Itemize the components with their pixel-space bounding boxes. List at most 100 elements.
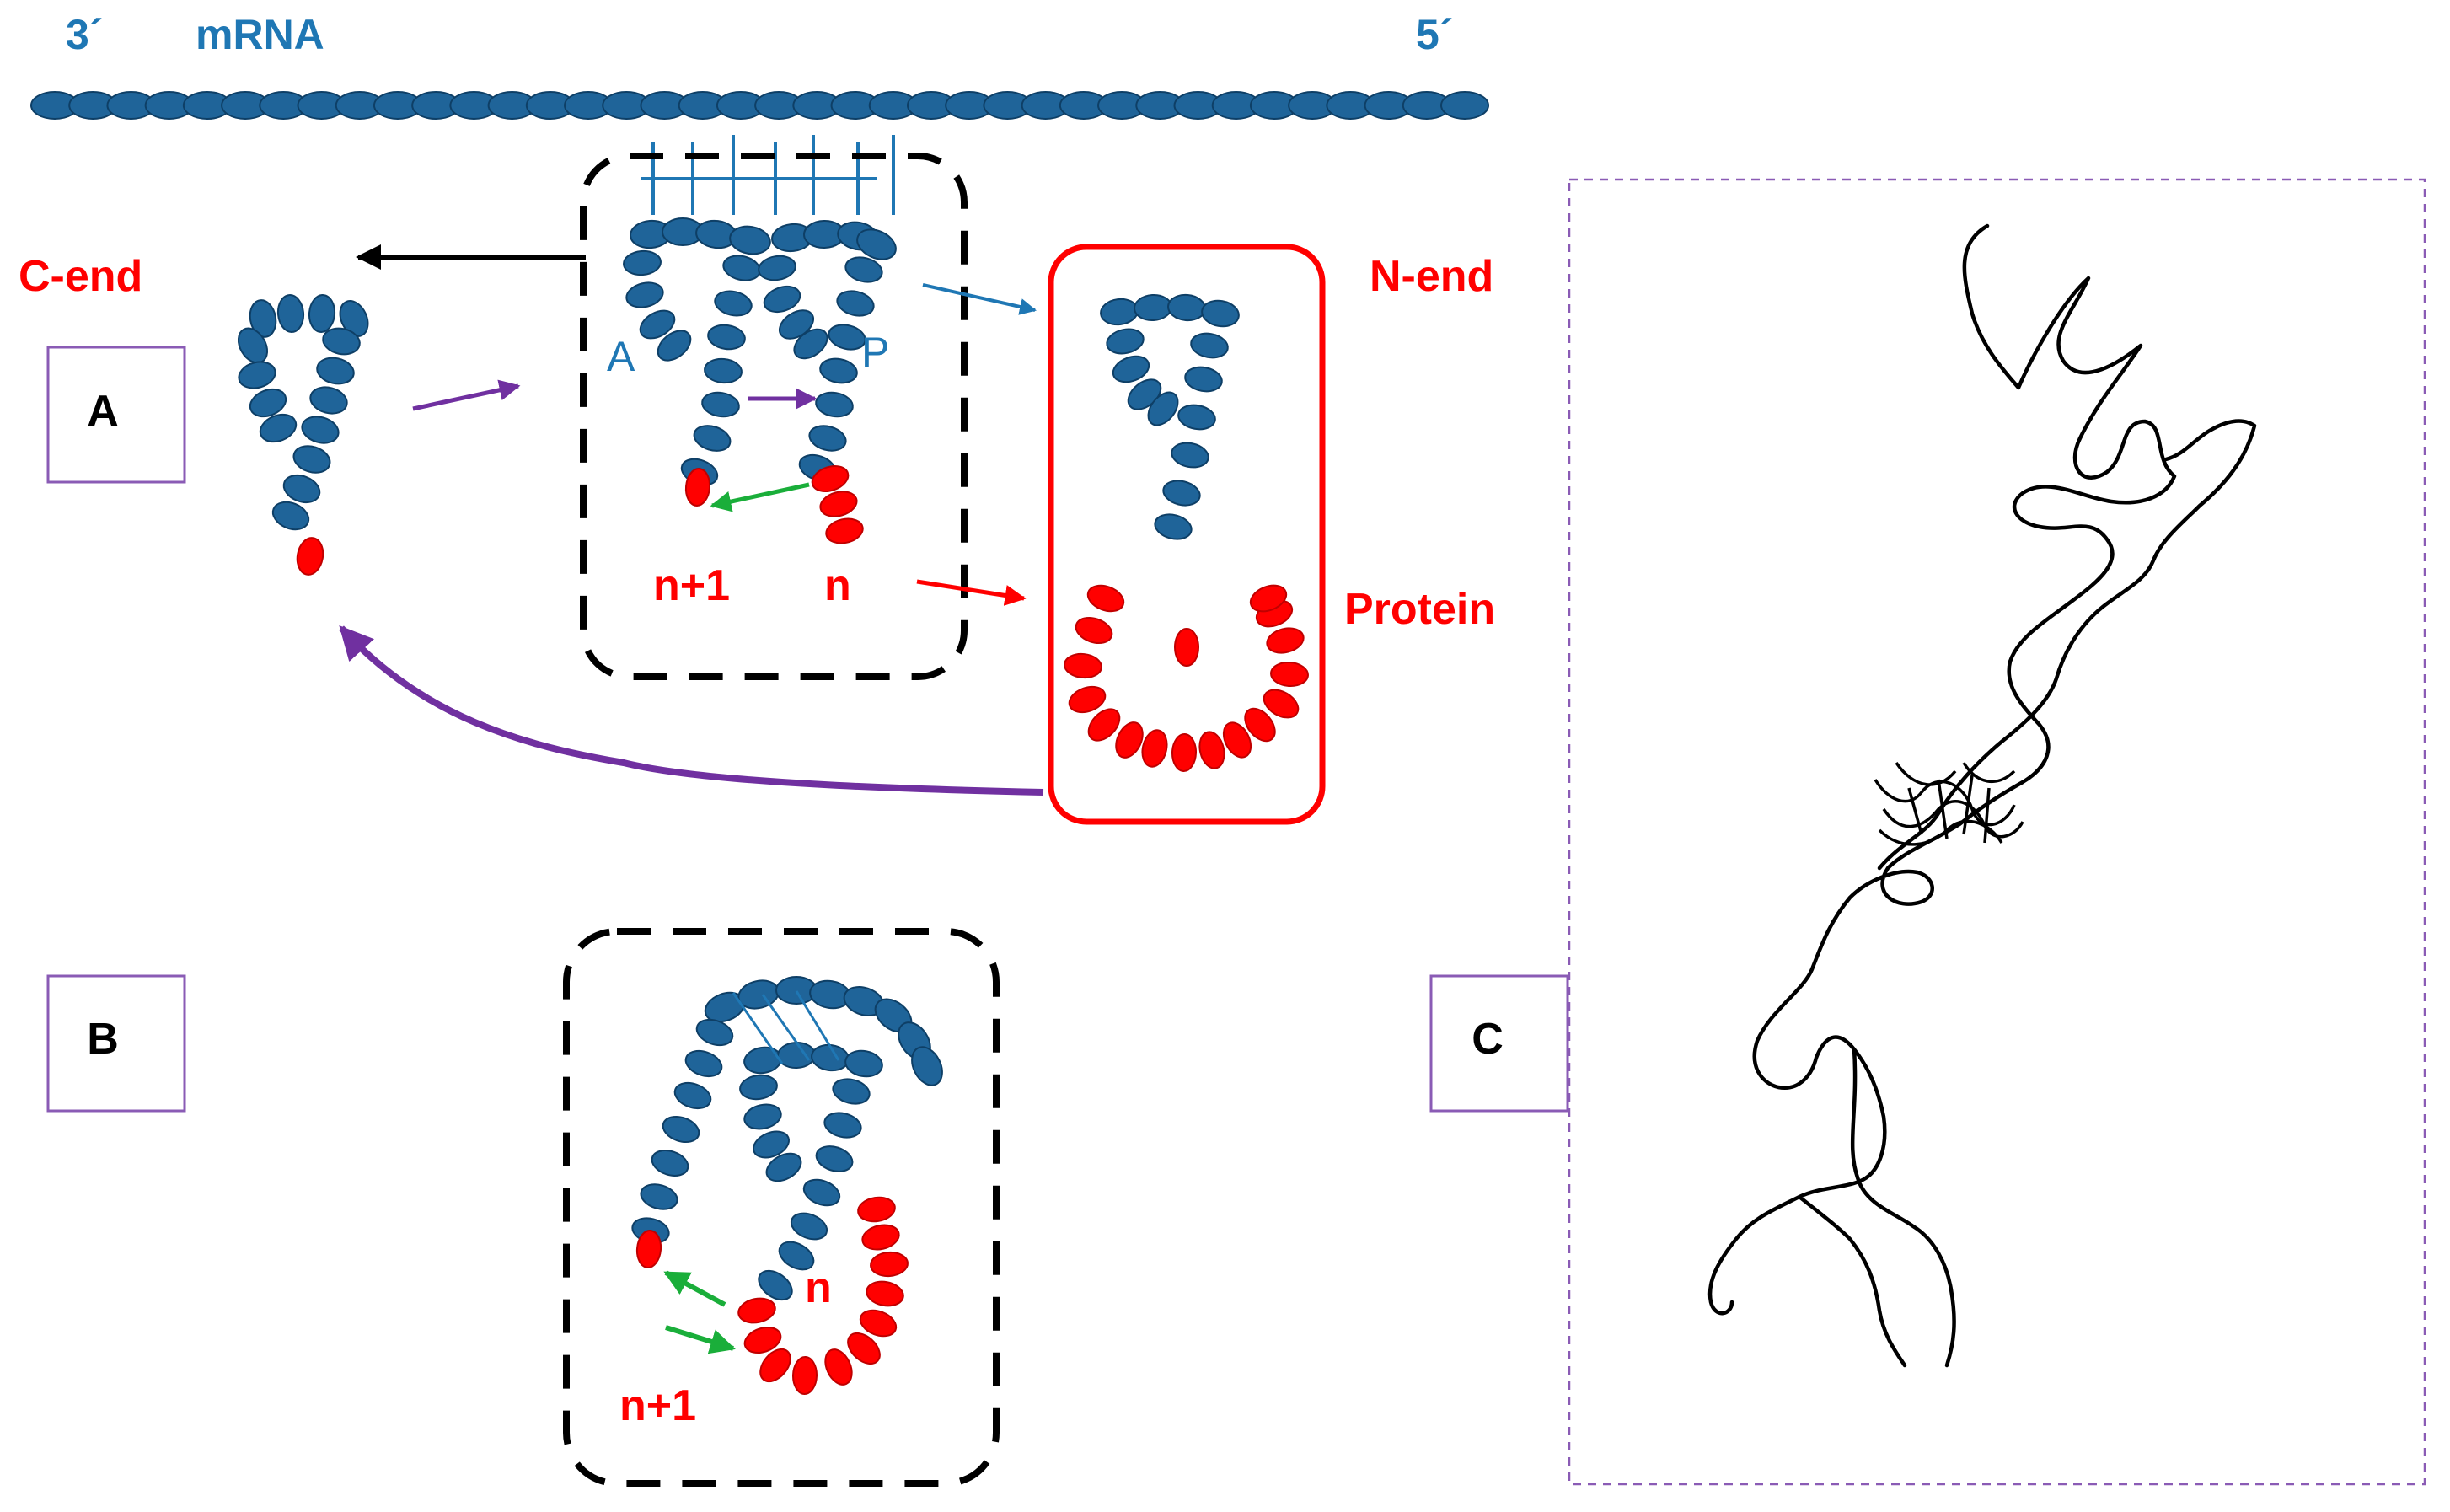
trna-bead — [765, 1152, 802, 1182]
protein-bead — [1244, 707, 1276, 743]
trna-bead — [743, 1046, 782, 1075]
tangle-segment — [1907, 775, 1991, 844]
three-prime-label: 3´ — [66, 11, 103, 58]
protein-bead — [1115, 721, 1144, 759]
trna-bead — [752, 1130, 791, 1159]
trna-bead — [1100, 298, 1139, 326]
trna-bead — [1190, 332, 1229, 359]
entry-arrow — [412, 379, 521, 411]
trna-bead — [808, 425, 847, 452]
panel-c-label: C — [1472, 1015, 1504, 1064]
trna-bead — [249, 388, 287, 418]
site-p-label: P — [861, 329, 889, 376]
trna-bead — [1201, 299, 1240, 328]
n-end-label: N-end — [1370, 252, 1493, 301]
mrna-strand — [30, 91, 1489, 120]
trna-bead — [1112, 355, 1150, 383]
protein-bead — [861, 1224, 900, 1251]
trna-bead — [282, 474, 321, 504]
trna-bead — [777, 1041, 816, 1070]
trna-bead — [1171, 442, 1209, 469]
mrna-bead — [1440, 91, 1489, 120]
panel-c-frame — [1568, 178, 2426, 1486]
trna-bead — [625, 281, 664, 308]
protein-bead — [824, 1348, 853, 1386]
protein-arrow — [916, 579, 1027, 606]
trna-bead — [1167, 293, 1206, 322]
ribosome-box-top — [580, 153, 968, 680]
trna-bead — [819, 357, 858, 384]
trna-bead — [651, 1150, 689, 1177]
tangle-segment — [1882, 800, 2024, 839]
protein-bead — [1270, 661, 1309, 688]
protein-label: Protein — [1344, 585, 1495, 634]
amino-acid-bead — [684, 468, 711, 507]
amino-acid-bead — [811, 465, 850, 492]
trna-bead — [823, 1112, 862, 1139]
transfer-arrow-left — [663, 1270, 726, 1307]
amino-acid-bead — [296, 537, 324, 576]
panel-b: B — [46, 974, 186, 1113]
trna-bead — [339, 300, 369, 337]
trna-bead — [743, 1103, 782, 1130]
release-arrow — [922, 283, 1037, 315]
protein-bead — [1198, 731, 1225, 769]
trna-bead — [758, 1269, 793, 1301]
protein-bead — [1266, 627, 1305, 654]
five-prime-label: 5´ — [1416, 11, 1453, 58]
trna-bead — [758, 255, 796, 281]
trna-bead — [832, 1078, 871, 1105]
transfer-arrow-right — [665, 1325, 736, 1354]
trna-bead — [722, 255, 761, 281]
product-box — [1048, 244, 1326, 825]
protein-bead — [866, 1280, 904, 1307]
trna-bead — [1147, 391, 1179, 426]
trna-bead — [640, 1183, 678, 1210]
amino-acid-bead — [635, 1230, 662, 1268]
base-pair-line — [795, 990, 840, 1061]
trna-bead — [693, 425, 732, 452]
trna-bead — [707, 324, 746, 351]
trna-bead — [763, 285, 801, 314]
trna-bead — [238, 361, 276, 389]
base-pair-line — [732, 992, 784, 1064]
transfer-arrow-top — [710, 482, 810, 512]
protein-bead — [1087, 708, 1121, 742]
protein-bead — [1222, 721, 1252, 759]
trna-bead — [856, 228, 897, 260]
protein-bead — [1068, 685, 1107, 714]
trna-bead — [639, 309, 676, 340]
trna-bead — [623, 249, 662, 276]
protein-bead — [743, 1326, 782, 1354]
protein-bead — [759, 1348, 791, 1383]
trna-bead — [802, 1178, 841, 1207]
trna-bead — [695, 1018, 734, 1047]
trna-bead — [844, 1049, 883, 1078]
trna-bead — [316, 357, 355, 385]
trna-bead — [1106, 328, 1145, 355]
n-top-label: n — [824, 561, 851, 610]
panel-a-label: A — [87, 387, 119, 436]
trna-bead — [271, 501, 310, 531]
trna-bead — [701, 391, 740, 418]
protein-bead — [1086, 584, 1125, 613]
protein-bead — [870, 1251, 909, 1278]
trna-bead — [673, 1081, 712, 1110]
protein-bead — [791, 1356, 818, 1395]
trna-bead — [1184, 366, 1223, 393]
protein-bead — [1249, 584, 1288, 613]
c-end-label: C-end — [19, 252, 142, 301]
codon-ticks — [641, 135, 895, 215]
site-a-label: A — [607, 333, 635, 380]
trna-chains — [237, 217, 1309, 1395]
trna-bead — [662, 1115, 700, 1144]
protein-bead — [1141, 729, 1168, 768]
trna-bead — [815, 1145, 854, 1172]
trna-bead — [1154, 513, 1193, 540]
trna-bead — [790, 1212, 828, 1241]
trna-bead — [309, 386, 348, 415]
protein-bead — [737, 1297, 776, 1324]
amino-acid-bead — [825, 517, 864, 544]
trna-bead — [778, 1241, 815, 1271]
